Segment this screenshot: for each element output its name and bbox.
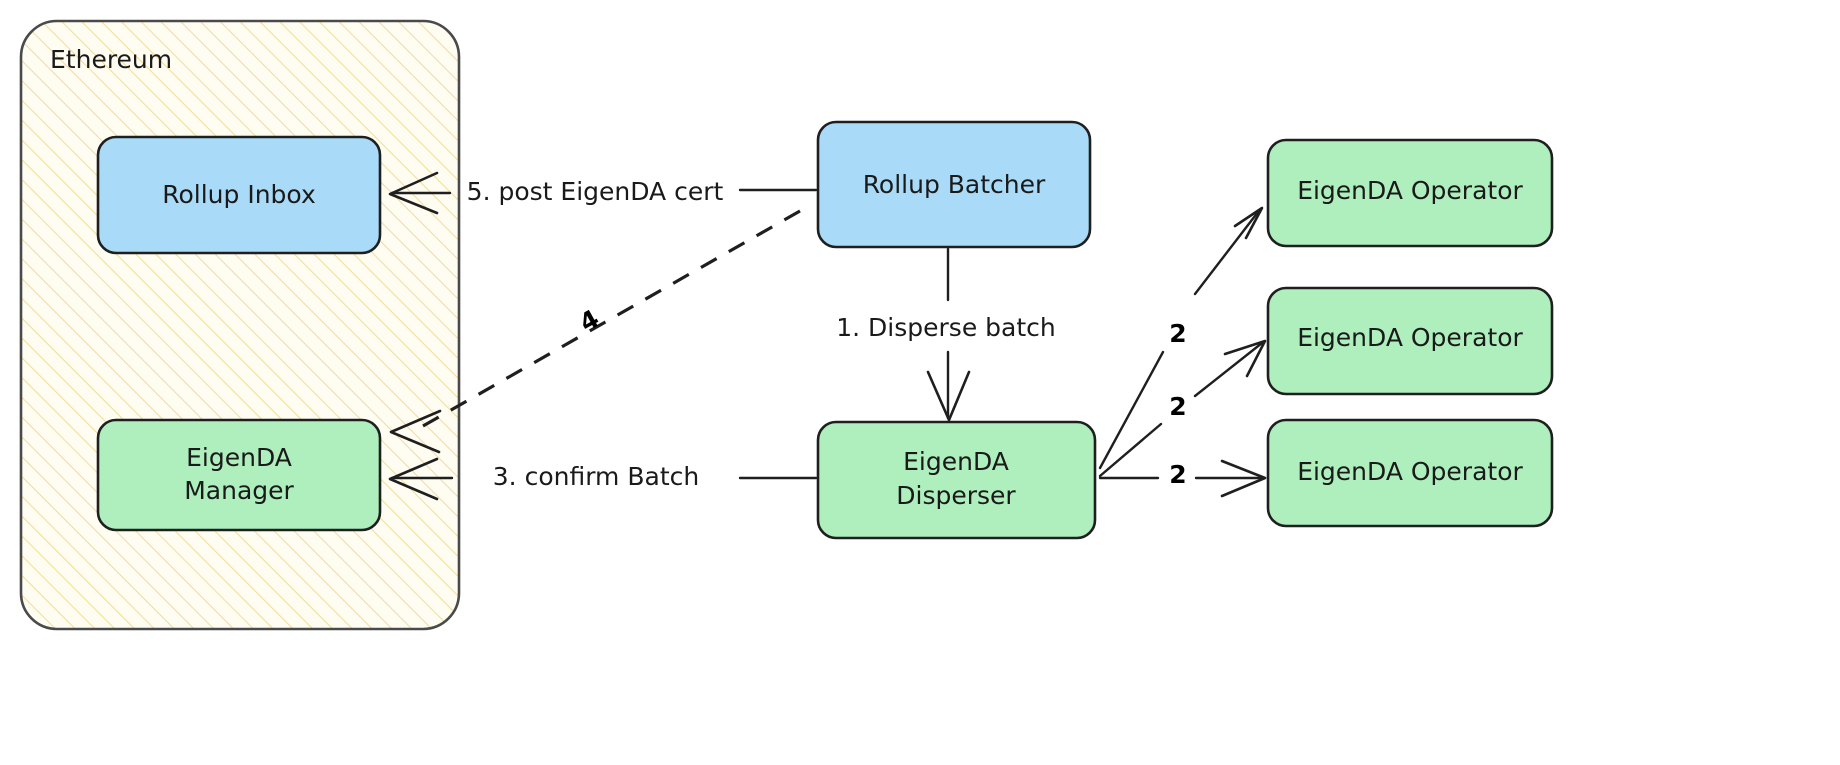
edge-batcher-to-disperser: 1. Disperse batch [836, 247, 1056, 422]
edge-disperser-to-operator-2-label: 2 [1169, 392, 1186, 421]
node-rollup-inbox-box[interactable] [96, 135, 382, 255]
edge-disperser-to-operator-1: 2 [1098, 206, 1264, 470]
node-eigenda-operator-3[interactable]: EigenDA Operator [1266, 418, 1554, 528]
node-rollup-batcher[interactable]: Rollup Batcher [816, 120, 1092, 249]
node-eigenda-manager-label-line2: Manager [184, 476, 294, 505]
node-eigenda-operator-2[interactable]: EigenDA Operator [1266, 286, 1554, 396]
node-eigenda-manager[interactable]: EigenDA Manager [96, 418, 382, 532]
node-eigenda-operator-2-label: EigenDA Operator [1297, 323, 1523, 352]
edge-disperser-to-operator-2-arrowhead [1223, 339, 1267, 378]
edge-batcher-to-disperser-arrowhead [926, 370, 971, 422]
node-eigenda-disperser[interactable]: EigenDA Disperser [816, 420, 1097, 540]
node-eigenda-disperser-label-line1: EigenDA [903, 447, 1009, 476]
edge-disperser-to-manager-arrowhead [388, 457, 439, 501]
node-eigenda-operator-1-box[interactable] [1266, 138, 1554, 248]
group-ethereum-label: Ethereum [50, 45, 172, 74]
node-eigenda-operator-3-label: EigenDA Operator [1297, 457, 1523, 486]
edge-disperser-to-operator-2-line-lower [1098, 422, 1163, 478]
edge-batcher-to-inbox: 5. post EigenDA cert [388, 171, 818, 215]
group-ethereum: Ethereum [19, 19, 461, 631]
edge-disperser-to-operator-1-line-lower [1098, 350, 1165, 470]
edge-disperser-to-operator-1-arrowhead [1233, 206, 1264, 240]
edge-batcher-to-manager-label: 4 [575, 304, 604, 338]
edge-disperser-to-operator-3-arrowhead [1220, 459, 1267, 498]
node-rollup-batcher-label: Rollup Batcher [863, 170, 1046, 199]
edge-disperser-to-operator-1-label: 2 [1169, 319, 1186, 348]
node-rollup-inbox-label: Rollup Inbox [162, 180, 316, 209]
node-eigenda-disperser-label-line2: Disperser [896, 481, 1016, 510]
edge-batcher-to-inbox-label: 5. post EigenDA cert [467, 177, 724, 206]
node-eigenda-operator-1[interactable]: EigenDA Operator [1266, 138, 1554, 248]
edge-disperser-to-operator-3-label: 2 [1169, 460, 1186, 489]
node-eigenda-operator-2-box[interactable] [1266, 286, 1554, 396]
edge-disperser-to-operator-3: 2 [1098, 459, 1267, 498]
edge-disperser-to-manager: 3. confirm Batch [388, 457, 818, 501]
edge-disperser-to-manager-label: 3. confirm Batch [493, 462, 699, 491]
edge-disperser-to-operator-1-line-upper [1193, 210, 1260, 296]
node-rollup-inbox[interactable]: Rollup Inbox [96, 135, 382, 255]
node-eigenda-operator-3-box[interactable] [1266, 418, 1554, 528]
node-eigenda-disperser-box[interactable] [816, 420, 1097, 540]
edge-batcher-to-disperser-label: 1. Disperse batch [836, 313, 1055, 342]
edge-batcher-to-inbox-arrowhead [388, 171, 439, 215]
edge-disperser-to-operator-2-line-upper [1193, 341, 1264, 398]
node-eigenda-manager-label-line1: EigenDA [186, 443, 292, 472]
node-rollup-batcher-box[interactable] [816, 120, 1092, 249]
node-eigenda-operator-1-label: EigenDA Operator [1297, 176, 1523, 205]
edge-batcher-to-manager-arrowhead [389, 409, 442, 454]
node-eigenda-manager-box[interactable] [96, 418, 382, 532]
group-ethereum-box [19, 19, 461, 631]
edge-disperser-to-operator-2: 2 [1098, 339, 1267, 478]
edge-batcher-to-manager-line [415, 209, 801, 432]
